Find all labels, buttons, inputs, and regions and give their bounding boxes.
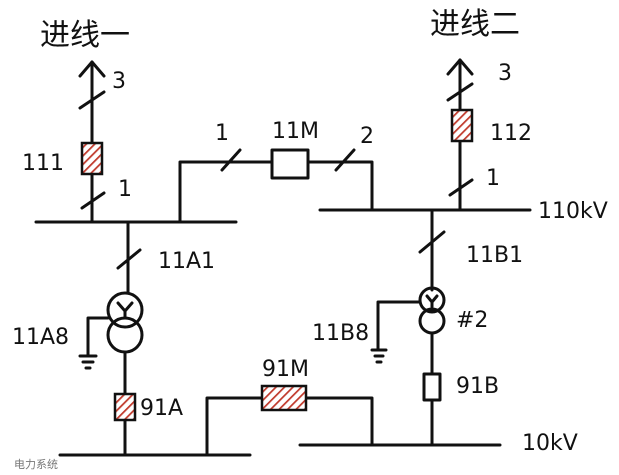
lv-tie-breaker-91M	[260, 384, 308, 412]
ct-112-label: 1	[486, 166, 500, 191]
bus-tie-11M-label: 11M	[272, 119, 319, 144]
transformer-1	[106, 291, 144, 329]
transformer-2-branch	[370, 208, 446, 447]
breaker-91A-label: 91A	[140, 396, 183, 421]
transformer-2-hv-label: 11B1	[466, 243, 523, 268]
left-feeder	[78, 60, 106, 224]
incoming-line-1-title: 进线一	[40, 18, 130, 53]
lv-tie-line	[205, 396, 374, 457]
ct-111-label: 1	[118, 177, 132, 202]
watermark: 电力系统	[14, 458, 58, 471]
breaker-111	[80, 141, 104, 176]
lv-tie-91M-label: 91M	[262, 357, 309, 382]
lv-bus-voltage-label: 10kV	[522, 431, 578, 456]
wire-count-right-label: 3	[498, 61, 512, 86]
incoming-line-2-title: 进线二	[430, 7, 520, 42]
transformer-1-branch	[78, 220, 144, 457]
breaker-91B	[422, 372, 442, 402]
breaker-112	[450, 108, 474, 143]
transformer-2-tag: #2	[456, 308, 488, 333]
hv-bus-voltage-label: 110kV	[538, 199, 608, 224]
transformer-1-hv-label: 11A1	[158, 249, 215, 274]
tie-left-mark: 1	[215, 121, 229, 146]
neutral-1-label: 11A8	[12, 325, 69, 350]
hv-tie-line	[178, 160, 374, 224]
transformer-2	[418, 286, 446, 314]
bus-tie-breaker-11M	[270, 148, 310, 180]
breaker-112-label: 112	[490, 121, 532, 146]
breaker-91A	[113, 392, 137, 422]
right-feeder	[446, 58, 474, 212]
tie-right-mark: 2	[360, 124, 374, 149]
wire-count-left-label: 3	[112, 69, 126, 94]
breaker-91B-label: 91B	[456, 374, 499, 399]
breaker-111-label: 111	[22, 151, 64, 176]
neutral-2-label: 11B8	[312, 321, 369, 346]
